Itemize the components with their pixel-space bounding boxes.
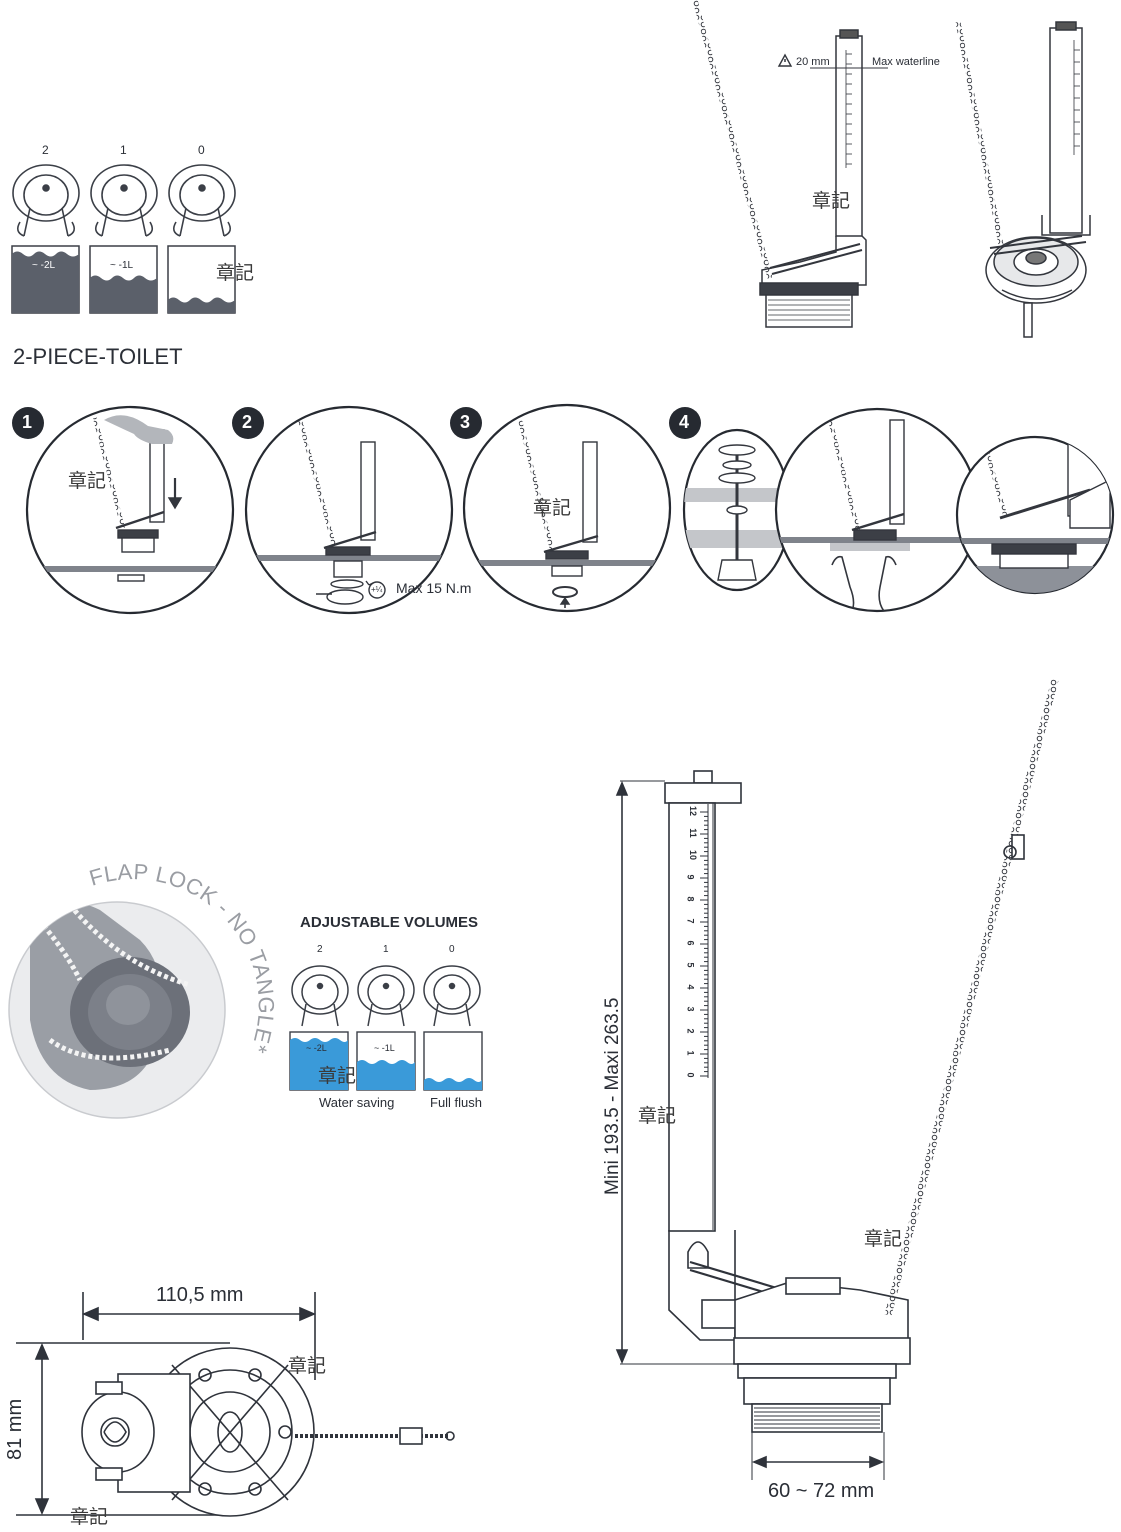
step-badge-3	[450, 407, 482, 439]
top-volume-label-2l: ~ -2L	[32, 260, 56, 271]
step-1-illustration	[25, 405, 235, 615]
scale-tick-label: 5	[685, 962, 696, 968]
full-flush-label: Full flush	[430, 1095, 483, 1110]
scale-tick-label: 6	[685, 940, 696, 946]
water-saving-label: Water saving	[319, 1095, 395, 1110]
scale-tick-label: 1	[685, 1050, 696, 1056]
scale-tick-label: 8	[685, 896, 696, 902]
top-volume-label-1l: ~ -1L	[110, 260, 134, 271]
adjustable-water-boxes	[289, 1031, 483, 1091]
height-dimension-label: 81 mm	[4, 1398, 26, 1460]
top-position-label-0: 0	[198, 143, 205, 157]
watermark-stamp: 章記	[318, 1065, 357, 1087]
scale-tick-label: 0	[685, 1072, 696, 1078]
step-4-illustration	[682, 407, 1115, 613]
large-valve-side-view	[615, 679, 1059, 1480]
watermark-stamp: 章記	[288, 1355, 327, 1377]
top-volume-selector-group	[12, 164, 236, 237]
large-valve-scale	[700, 804, 709, 1078]
step-number-1: 1	[22, 412, 33, 432]
step-badge-4	[669, 407, 701, 439]
watermark-stamp: 章記	[70, 1506, 109, 1528]
adjustable-position-label-1: 1	[383, 944, 389, 955]
scale-tick-label: 3	[685, 1006, 696, 1012]
adjustable-volume-label-2l: ~ -2L	[306, 1043, 327, 1053]
watermark-stamp: 章記	[533, 497, 572, 519]
max-waterline-label: Max waterline	[872, 56, 940, 68]
top-position-label-2: 2	[42, 143, 49, 157]
scale-tick-label: 7	[685, 918, 696, 924]
adjustable-volume-label-1l: ~ -1L	[374, 1043, 395, 1053]
step-badge-1	[12, 407, 44, 439]
clearance-label: 20 mm	[796, 56, 830, 68]
step-number-3: 3	[460, 412, 471, 432]
scale-tick-label: 12	[688, 805, 699, 817]
step-3-illustration	[462, 403, 672, 613]
step-badges	[12, 407, 701, 439]
flapper-icon-1	[90, 164, 158, 237]
quarter-turn-label: +¼	[371, 585, 383, 594]
width-dimension-label: 110,5 mm	[156, 1284, 244, 1306]
scale-tick-label: 10	[688, 849, 699, 861]
thread-dimension-label: 60 ~ 72 mm	[768, 1480, 875, 1502]
scale-tick-label: 11	[687, 828, 698, 838]
flapper-icon-0	[168, 164, 236, 237]
top-view-dimension-drawing	[16, 1292, 455, 1517]
flap-lock-illustration	[8, 901, 226, 1119]
scale-tick-label: 2	[685, 1028, 696, 1034]
watermark-stamp: 章記	[864, 1228, 903, 1250]
step-2-illustration	[244, 405, 454, 615]
torque-label: Max 15 N.m	[396, 580, 472, 596]
top-water-boxes	[11, 245, 236, 314]
scale-tick-label: 4	[685, 984, 696, 990]
watermark-stamp: 章記	[812, 190, 851, 212]
scale-tick-label: 9	[685, 874, 696, 880]
top-valve-perspective-view	[955, 21, 1091, 338]
top-valve-side-view	[692, 0, 888, 328]
step-number-4: 4	[679, 412, 690, 432]
watermark-stamp: 章記	[638, 1105, 677, 1127]
two-piece-toilet-title: 2-PIECE-TOILET	[13, 344, 183, 369]
adjustable-position-label-0: 0	[449, 944, 455, 955]
watermark-stamp: 章記	[216, 262, 255, 284]
top-position-label-1: 1	[120, 143, 127, 157]
adjustable-position-label-2: 2	[317, 944, 323, 955]
top-valve-scale	[845, 50, 852, 168]
torque-rotate-icon	[365, 580, 386, 599]
column-height-label: Mini 193.5 - Maxi 263.5	[602, 997, 623, 1196]
flapper-icon-2	[12, 164, 80, 237]
watermark-stamp: 章記	[68, 470, 107, 492]
step-badge-2	[232, 407, 264, 439]
adjustable-flapper-icons	[291, 965, 481, 1027]
step-number-2: 2	[242, 412, 253, 432]
adjustable-volumes-title: ADJUSTABLE VOLUMES	[300, 914, 479, 931]
